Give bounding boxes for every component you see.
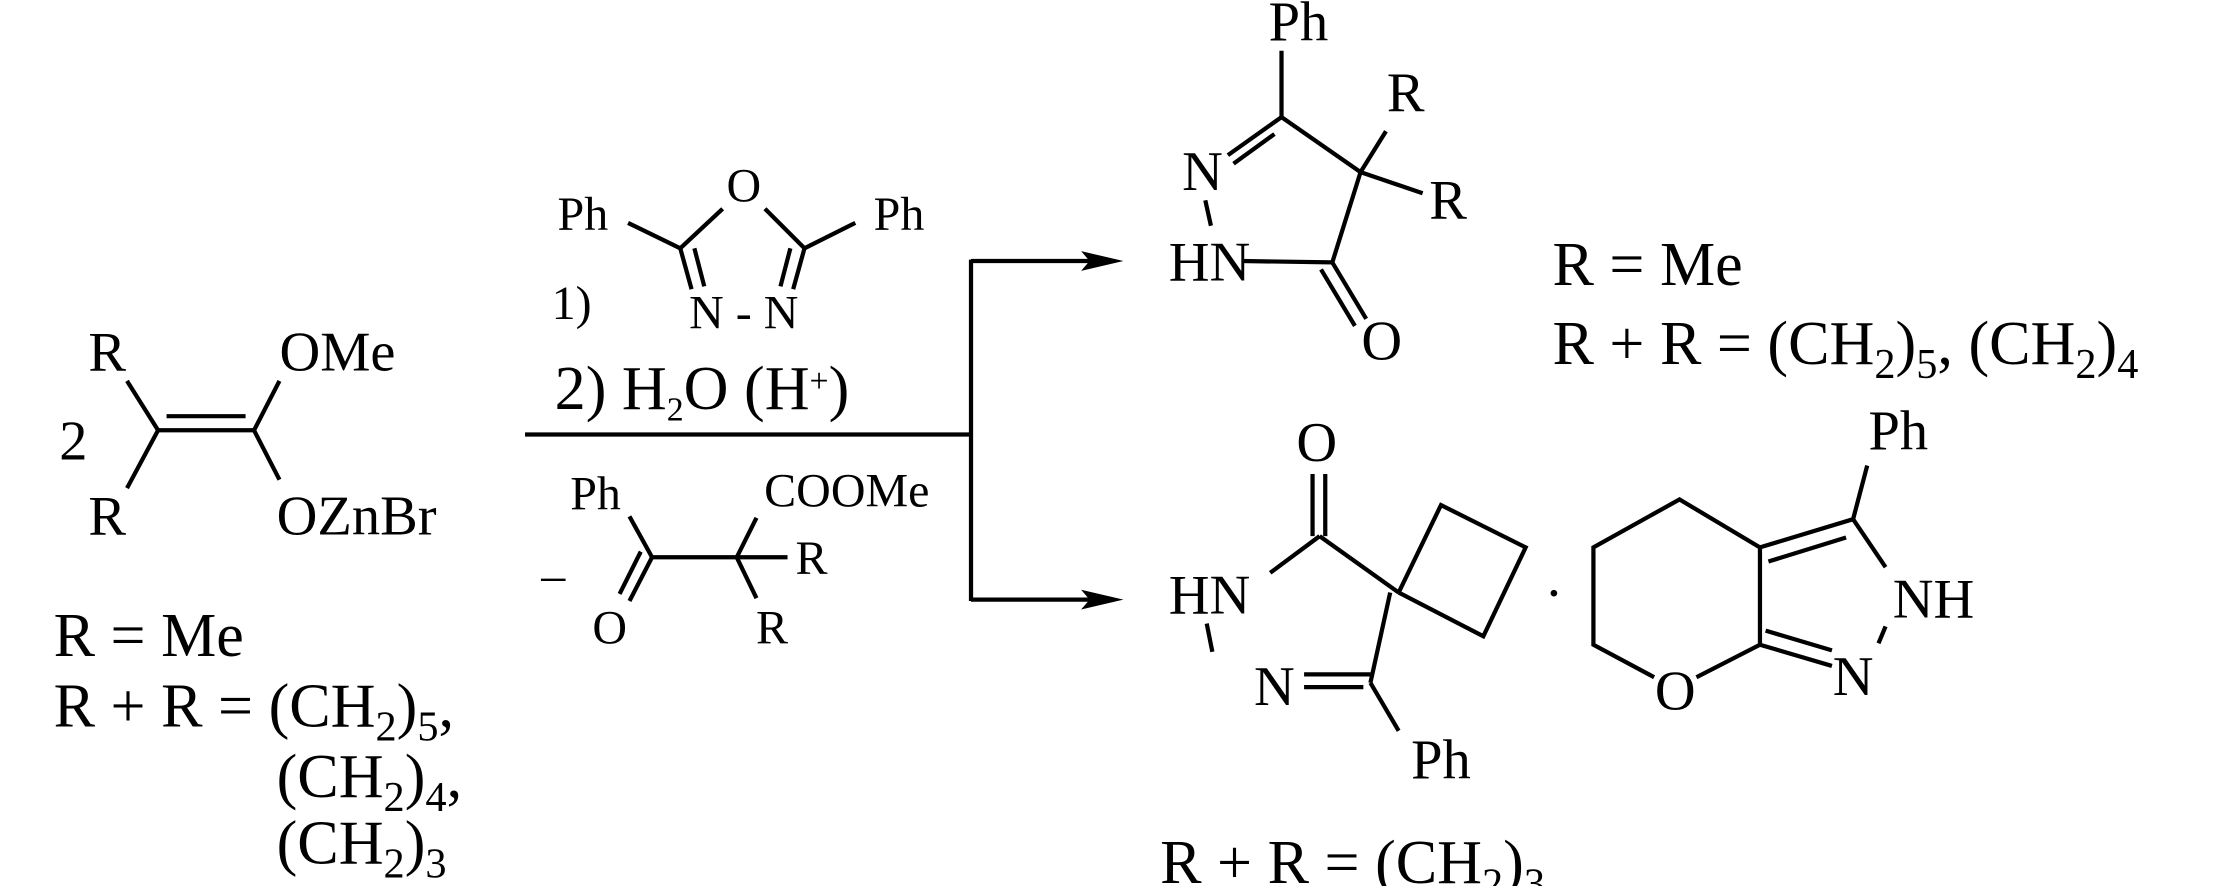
reactant-condition-2: R + R = (CH2)5, <box>54 673 454 751</box>
byproduct-r-right: R <box>796 532 828 585</box>
bond <box>125 379 160 432</box>
product-top-condition-2: R + R = (CH2)5, (CH2)4 <box>1552 310 2138 388</box>
bond <box>1876 625 1888 645</box>
bond <box>1203 199 1214 227</box>
atom-n: N <box>1833 646 1874 708</box>
cyclobutane-ring <box>1396 502 1529 640</box>
bond <box>1330 171 1363 264</box>
product-spiro-pyrazolone: O HN N Ph <box>1169 412 1529 791</box>
bond <box>692 247 707 287</box>
byproduct-o: O <box>592 601 627 654</box>
bond <box>1318 534 1400 595</box>
atom-r1: R <box>1387 62 1425 124</box>
bond <box>678 247 694 290</box>
group-ozbr: OZnBr <box>277 485 437 547</box>
reactant-condition-3: (CH2)4, <box>277 743 463 821</box>
bond <box>1767 535 1847 564</box>
bond <box>1280 115 1362 174</box>
atom-o: O <box>1296 412 1337 474</box>
bond <box>791 247 807 290</box>
atom-r-top: R <box>88 322 126 384</box>
atom-ph: Ph <box>1411 729 1471 791</box>
product-pyranopyrazole: Ph NH N O <box>1591 401 1975 722</box>
oxadiazole-o: O <box>726 160 761 213</box>
bond <box>252 379 282 432</box>
atom-nh: NH <box>1893 569 1975 631</box>
bond <box>1359 170 1424 196</box>
bond <box>778 247 793 287</box>
bond <box>1204 623 1215 653</box>
oxadiazole-ph-left: Ph <box>558 188 609 241</box>
bond <box>734 556 759 600</box>
reaction-arrows <box>525 251 1124 610</box>
oxadiazole-nn: N - N <box>689 287 798 340</box>
bond <box>1358 130 1388 174</box>
atom-r2: R <box>1429 169 1467 231</box>
atom-o: O <box>1361 310 1402 372</box>
byproduct-ph: Ph <box>570 467 621 520</box>
atom-o: O <box>1655 660 1696 722</box>
bond <box>627 556 654 602</box>
reactant-condition-4: (CH2)3 <box>277 809 447 886</box>
adduct-dot: · <box>1544 563 1563 625</box>
step-1-label: 1) <box>552 277 592 330</box>
reactant-zinc-enolate: 2 R R OMe OZnBr R = Me R + R = (CH2)5, (… <box>54 322 463 886</box>
stoich-coefficient: 2 <box>59 411 87 473</box>
byproduct-minus-sign: – <box>540 549 566 602</box>
arrowhead-icon <box>1081 251 1124 271</box>
bond <box>627 221 682 251</box>
bond <box>1851 465 1870 520</box>
pyran-ring <box>1591 496 1763 680</box>
bond <box>1764 628 1833 653</box>
atom-hn: HN <box>1169 231 1251 293</box>
atom-ph: Ph <box>1868 401 1928 463</box>
bond <box>1330 261 1369 320</box>
atom-n: N <box>1254 656 1295 718</box>
bond <box>617 550 643 595</box>
bond <box>125 429 160 490</box>
byproduct-r-bottom: R <box>756 601 788 654</box>
bond <box>1368 592 1393 684</box>
product-bottom-condition: R + R = (CH2)3 <box>1160 829 1545 886</box>
bond <box>678 207 725 250</box>
product-top-condition-1: R = Me <box>1552 231 1742 299</box>
bond <box>627 515 654 559</box>
bond <box>1232 132 1276 166</box>
step-2-label: 2) H2O (H+) <box>555 355 850 428</box>
product-pyrazolone: Ph N HN O R R R = Me R + R = (CH2)5, (CH… <box>1169 0 2139 388</box>
atom-n: N <box>1182 141 1223 203</box>
bond <box>1241 258 1333 265</box>
bond <box>1368 681 1401 732</box>
byproduct-coome: COOMe <box>764 464 929 517</box>
atom-ph: Ph <box>1269 0 1329 54</box>
bond <box>252 429 282 481</box>
reagents: 1) Ph O Ph N - N 2) H2O (H+) – Ph COOMe … <box>540 160 929 655</box>
oxadiazole-ph-right: Ph <box>874 188 925 241</box>
bond <box>1759 517 1854 550</box>
bond <box>1851 517 1888 569</box>
bond <box>1226 115 1283 157</box>
group-ome: OMe <box>279 322 395 384</box>
bond <box>1319 268 1357 327</box>
arrowhead-icon <box>1081 589 1124 610</box>
bond <box>803 221 857 251</box>
atom-r-bottom: R <box>88 485 126 547</box>
reactant-condition-1: R = Me <box>54 602 244 670</box>
atom-hn: HN <box>1169 564 1251 626</box>
bond <box>763 207 806 250</box>
bond <box>1268 534 1321 575</box>
bond <box>734 516 759 559</box>
bond <box>1759 642 1833 668</box>
